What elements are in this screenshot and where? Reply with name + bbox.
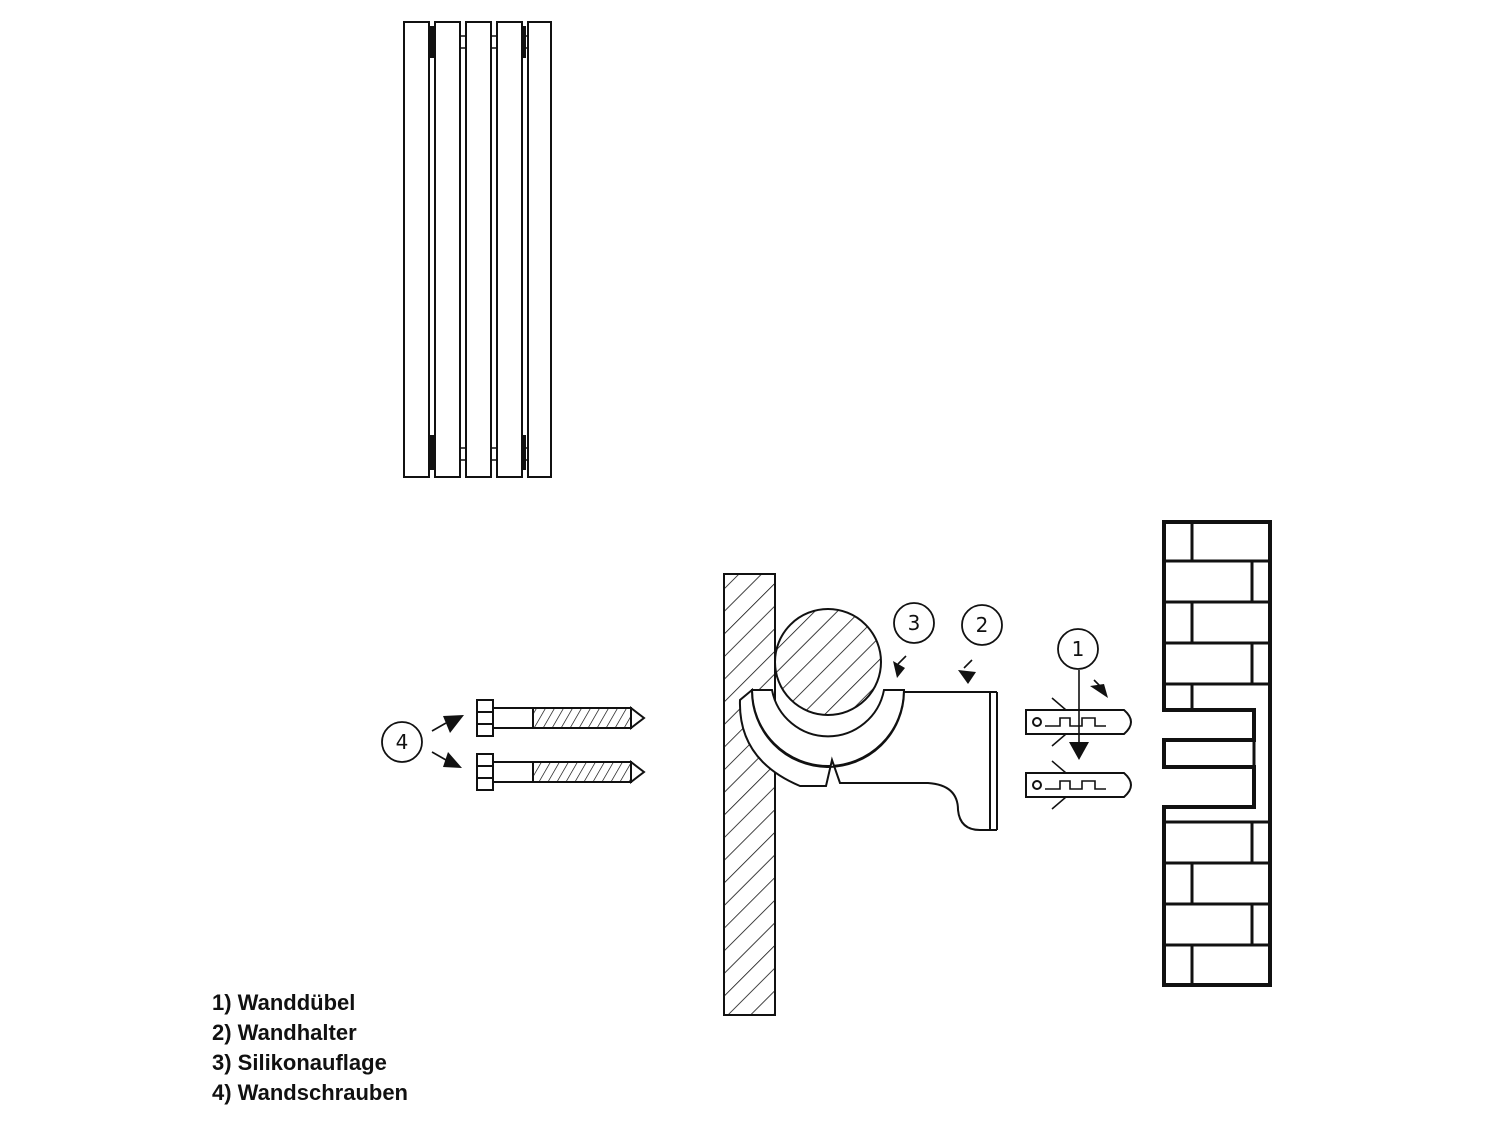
legend-item: 2) Wandhalter (212, 1020, 357, 1045)
wall-screws (476, 699, 646, 791)
arrow-2 (958, 659, 976, 684)
radiator-front-view (403, 21, 552, 478)
leader-arrows (431, 655, 1108, 768)
radiator-column (527, 21, 552, 478)
wall-screw (476, 699, 646, 737)
radiator-column (465, 21, 492, 478)
callout-circle (1057, 628, 1099, 670)
arrow-1-upper (1090, 679, 1108, 698)
legend-item: 3) Silikonauflage (212, 1050, 387, 1075)
radiator-pipe-section (774, 608, 882, 716)
callout-circle (381, 721, 423, 763)
wall-screw (476, 753, 646, 791)
callout-1: 1 (1057, 628, 1099, 670)
wall-holder (738, 687, 998, 831)
radiator-connector-pipes (429, 35, 528, 461)
arrow-3 (893, 655, 907, 678)
wall-section (723, 573, 776, 1016)
callout-3: 3 (893, 602, 935, 644)
arrow-4-upper (431, 715, 464, 733)
parts-legend: 1) Wanddübel 2) Wandhalter 3) Silikonauf… (212, 988, 408, 1108)
legend-item: 1) Wanddübel (212, 990, 356, 1015)
callout-number: 2 (976, 613, 989, 637)
arrow-4-lower (431, 751, 462, 768)
wall-plug (1025, 760, 1132, 810)
callout-4: 4 (381, 721, 423, 763)
callout-circle (893, 602, 935, 644)
callout-number: 3 (908, 611, 921, 635)
arrow-1-lower (1069, 670, 1089, 760)
radiator-column (496, 21, 523, 478)
brick-wall (1162, 520, 1272, 987)
callout-circle (961, 604, 1003, 646)
radiator-column (403, 21, 430, 478)
legend-item: 4) Wandschrauben (212, 1080, 408, 1105)
callout-number: 4 (396, 730, 409, 754)
callout-2: 2 (961, 604, 1003, 646)
radiator-mount-brackets (429, 26, 526, 470)
radiator-column (434, 21, 461, 478)
callout-number: 1 (1072, 637, 1085, 661)
